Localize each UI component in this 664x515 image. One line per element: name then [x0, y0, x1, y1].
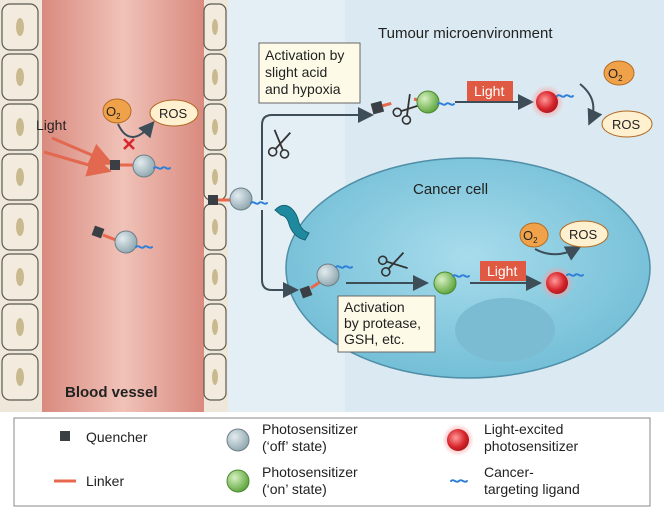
- svg-text:slight acid: slight acid: [265, 64, 327, 80]
- legend-item-linker: Linker: [54, 473, 124, 489]
- quenched-photosensitizer: [208, 187, 268, 211]
- blood-vessel-label: Blood vessel: [65, 384, 158, 401]
- svg-text:ROS: ROS: [612, 117, 641, 132]
- quencher-icon: [60, 431, 70, 441]
- tumour-microenvironment-label: Tumour microenvironment: [378, 25, 553, 42]
- activated-photosensitizer: [413, 90, 455, 114]
- o2-badge: O2: [519, 222, 549, 248]
- cell-nucleus: [455, 298, 555, 362]
- activation-acid-box: Activation by slight acid and hypoxia: [258, 42, 361, 104]
- photosensitizer-off-icon: [226, 428, 250, 452]
- activated-photosensitizer: [433, 271, 470, 295]
- svg-text:photosensitizer: photosensitizer: [484, 438, 579, 454]
- photosensitizer-on-icon: [226, 469, 250, 493]
- svg-text:Activation by: Activation by: [265, 47, 344, 63]
- ros-badge: ROS: [601, 110, 653, 138]
- excited-photosensitizer-icon: [447, 429, 469, 451]
- light-label: Light: [36, 117, 66, 133]
- svg-text:Activation: Activation: [344, 299, 405, 315]
- excited-photosensitizer: [540, 266, 584, 300]
- svg-text:Quencher: Quencher: [86, 429, 148, 445]
- cancer-cell-label: Cancer cell: [413, 181, 488, 198]
- legend-item-quencher: Quencher: [60, 429, 148, 445]
- light-badge: Light: [467, 81, 513, 101]
- svg-text:Photosensitizer: Photosensitizer: [262, 421, 358, 437]
- legend-item-ligand: Cancer- targeting ligand: [450, 464, 580, 497]
- cleaved-quencher: [370, 100, 392, 115]
- svg-text:by protease,: by protease,: [344, 315, 421, 331]
- svg-text:Light: Light: [474, 83, 504, 99]
- blood-vessel: [0, 0, 228, 412]
- legend-item-ps-excited: Light-excited photosensitizer: [442, 421, 579, 456]
- light-badge: Light: [480, 261, 526, 281]
- svg-text:Linker: Linker: [86, 473, 124, 489]
- excited-photosensitizer: [530, 85, 574, 119]
- quenched-photosensitizer: [110, 154, 171, 178]
- antibody-icon: [274, 204, 310, 241]
- ros-badge: ROS: [559, 220, 609, 248]
- ros-badge: ROS: [149, 99, 199, 127]
- o2-badge: O2: [102, 98, 132, 124]
- svg-text:(‘on’ state): (‘on’ state): [262, 481, 327, 497]
- svg-text:and hypoxia: and hypoxia: [265, 81, 341, 97]
- svg-text:Light-excited: Light-excited: [484, 421, 563, 437]
- svg-text:Cancer-: Cancer-: [484, 464, 534, 480]
- light-arrow: [43, 150, 112, 177]
- legend: Quencher Linker Photosensitizer (‘off’ s…: [13, 417, 651, 507]
- legend-item-ps-off: Photosensitizer (‘off’ state): [226, 421, 358, 454]
- svg-text:targeting ligand: targeting ligand: [484, 481, 580, 497]
- svg-text:ROS: ROS: [159, 106, 188, 121]
- svg-text:ROS: ROS: [569, 227, 598, 242]
- blocked-x-icon: [123, 138, 135, 150]
- activation-protease-box: Activation by protease, GSH, etc.: [337, 295, 436, 353]
- svg-text:Light: Light: [487, 263, 517, 279]
- quenched-photosensitizer: [91, 225, 153, 254]
- svg-text:(‘off’ state): (‘off’ state): [262, 438, 327, 454]
- svg-text:GSH, etc.: GSH, etc.: [344, 331, 405, 347]
- o2-badge: O2: [603, 60, 635, 86]
- legend-item-ps-on: Photosensitizer (‘on’ state): [226, 464, 358, 497]
- quenched-photosensitizer: [299, 263, 353, 299]
- svg-text:Photosensitizer: Photosensitizer: [262, 464, 358, 480]
